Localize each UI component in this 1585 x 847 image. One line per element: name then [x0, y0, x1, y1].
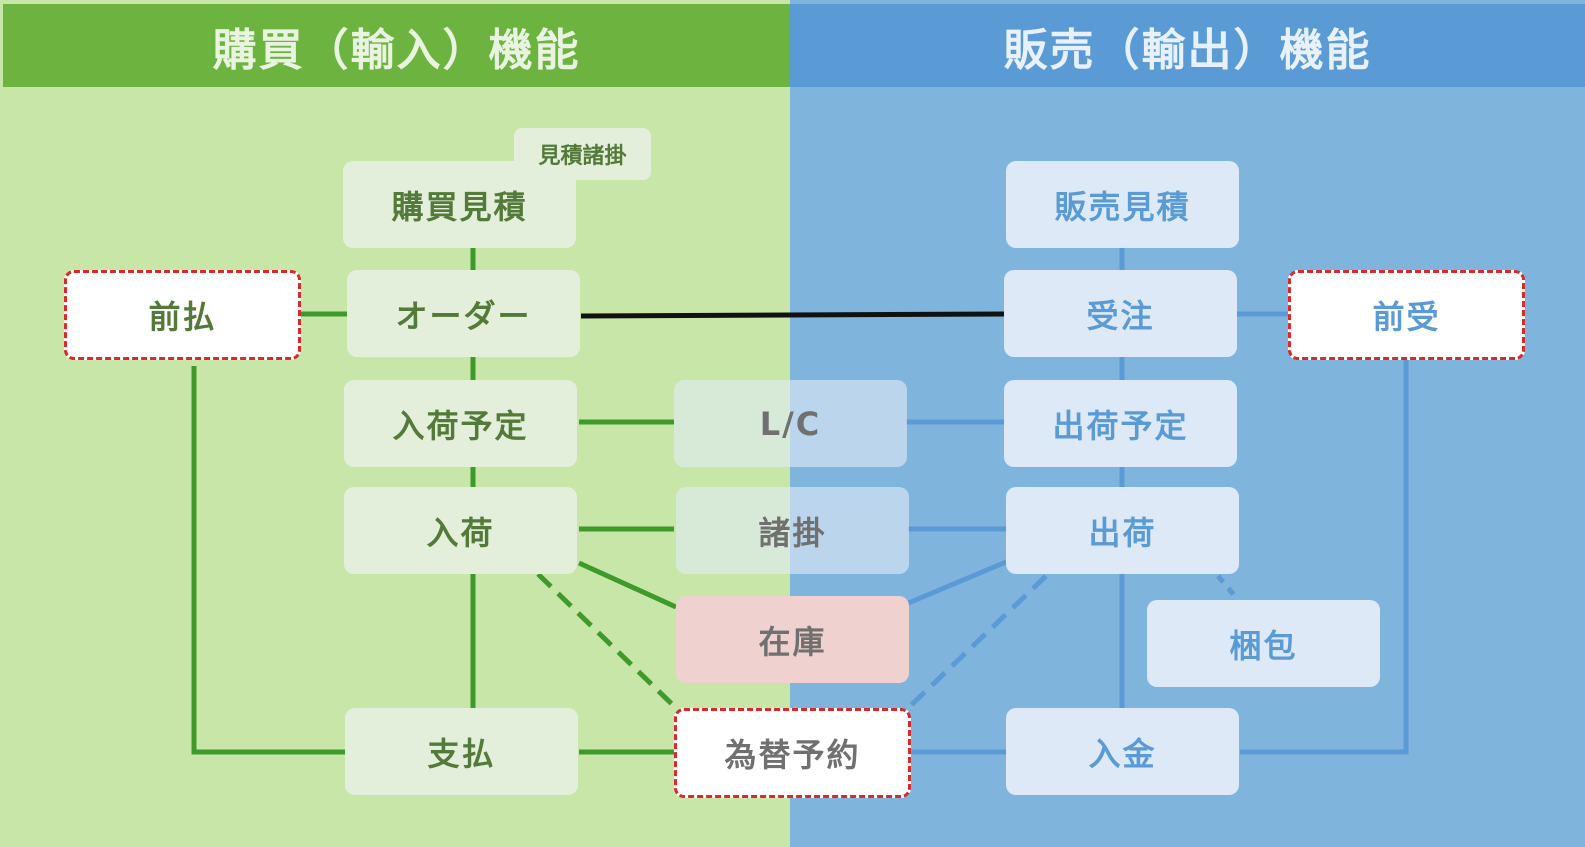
arrival-box: 入荷 — [344, 487, 577, 574]
shipment-plan-box: 出荷予定 — [1004, 380, 1237, 467]
order-box: オーダー — [347, 270, 580, 357]
sales-header: 販売（輸出）機能 — [790, 4, 1585, 87]
line-prepay-payment — [191, 366, 347, 755]
charges-box: 諸掛 — [676, 487, 909, 574]
line-ship-fx — [902, 574, 1048, 714]
prepay-box: 前払 — [64, 270, 301, 360]
fx-booking-box: 為替予約 — [674, 708, 911, 798]
arrival-plan-box: 入荷予定 — [344, 380, 577, 467]
stock-box: 在庫 — [676, 596, 909, 683]
packing-box: 梱包 — [1147, 600, 1380, 687]
sales-order-box: 受注 — [1004, 270, 1237, 357]
line-arrival-stock — [577, 560, 678, 610]
payment-box: 支払 — [345, 708, 578, 795]
quote-charges-tag: 見積諸掛 — [514, 128, 651, 180]
line-arrival-fx — [536, 572, 680, 712]
sales-quote-box: 販売見積 — [1006, 161, 1239, 248]
lc-box: L/C — [674, 380, 907, 467]
line-ship-packing — [1216, 574, 1240, 602]
line-stock-ship — [905, 559, 1007, 607]
line-order-sorder — [580, 311, 1005, 319]
purchase-header: 購買（輸入）機能 — [3, 4, 790, 87]
receipt-box: 入金 — [1006, 708, 1239, 795]
advance-received-box: 前受 — [1288, 270, 1525, 360]
shipment-box: 出荷 — [1006, 487, 1239, 574]
line-advance-receipt — [1240, 360, 1409, 755]
